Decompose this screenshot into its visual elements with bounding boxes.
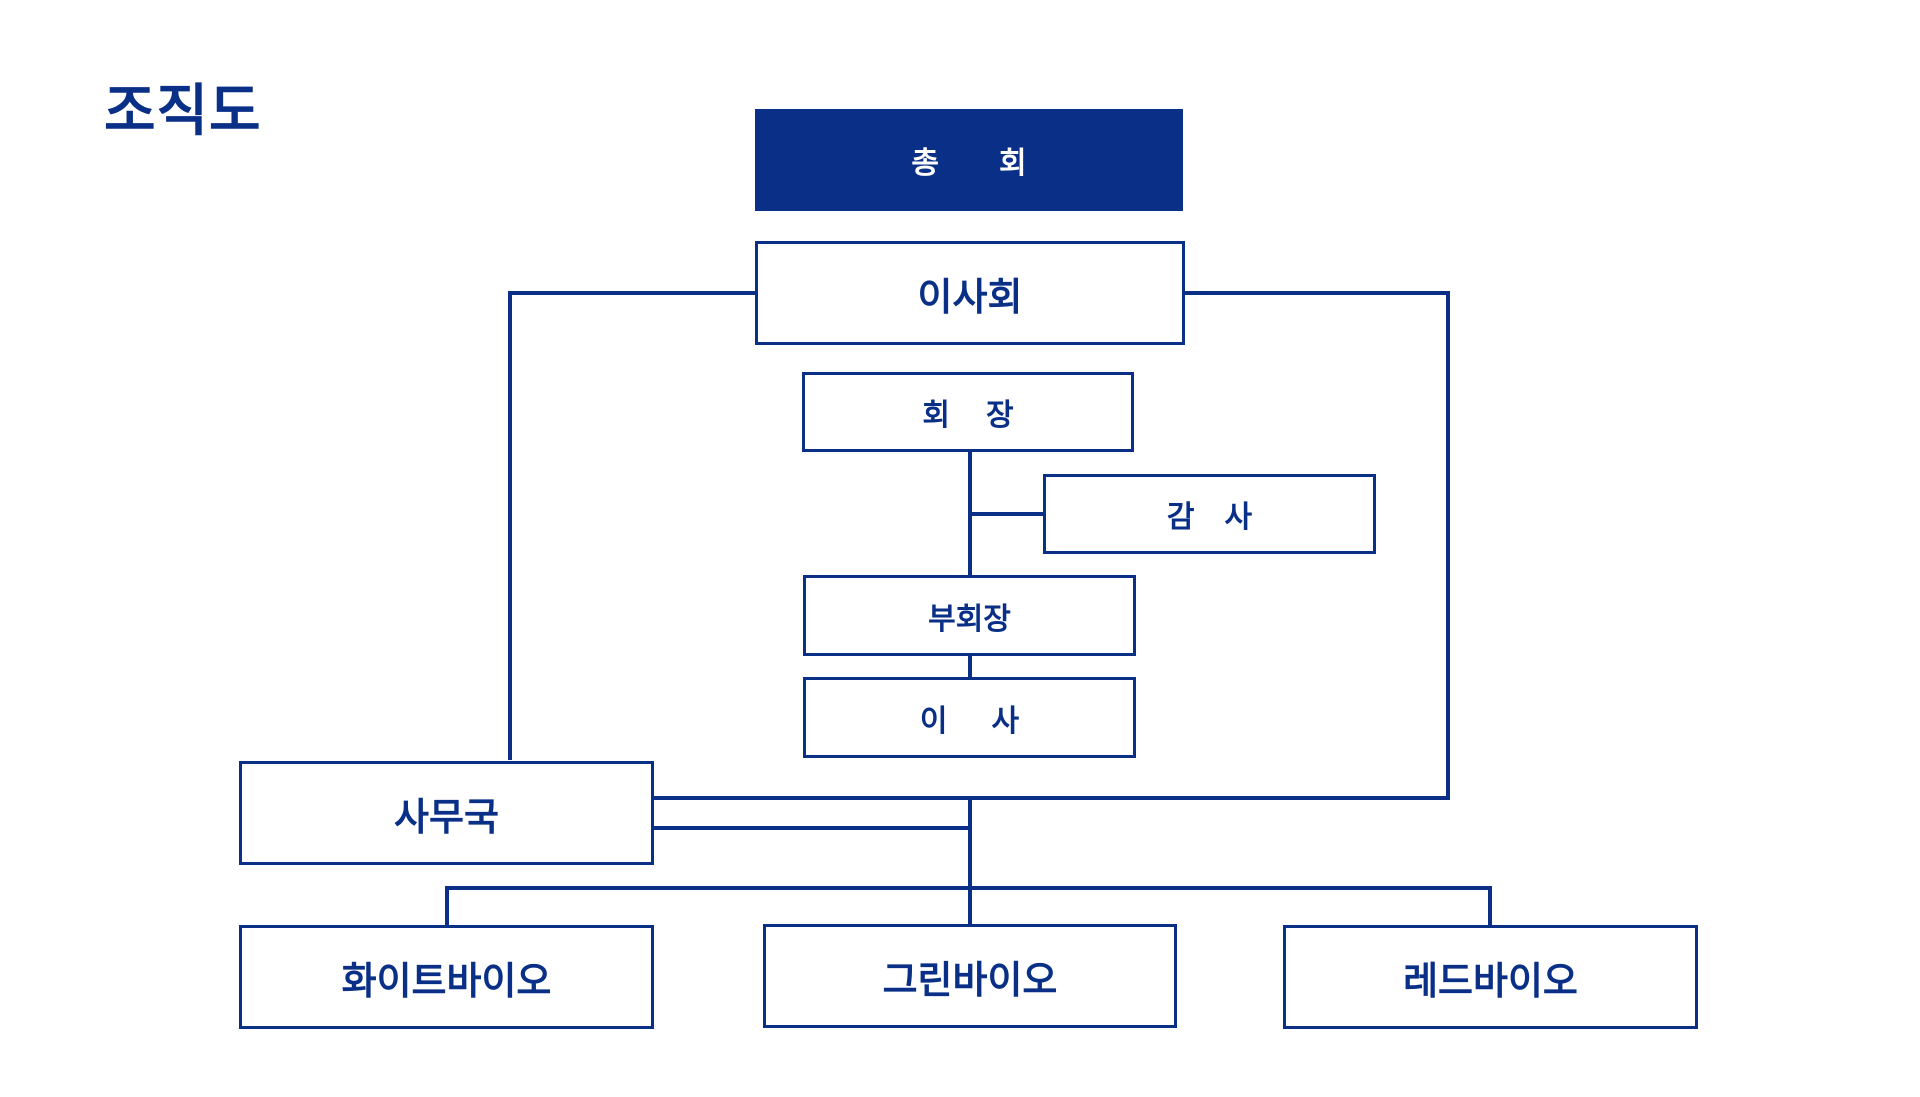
general-assembly-box: 총 회 bbox=[755, 109, 1183, 211]
vice-chairman-box: 부회장 bbox=[803, 575, 1136, 656]
chairman-box: 회 장 bbox=[802, 372, 1134, 452]
general-assembly-char2: 회 bbox=[999, 146, 1027, 181]
auditor-char1: 감 bbox=[1166, 500, 1195, 535]
red-bio-box: 레드바이오 bbox=[1283, 925, 1698, 1029]
chairman-char1: 회 bbox=[922, 398, 950, 433]
connector-division-bar bbox=[445, 886, 1492, 926]
white-bio-box: 화이트바이오 bbox=[239, 925, 654, 1029]
chairman-char2: 장 bbox=[986, 398, 1014, 433]
green-bio-label: 그린바이오 bbox=[882, 957, 1058, 1002]
page-title: 조직도 bbox=[104, 79, 262, 144]
secretariat-box: 사무국 bbox=[239, 761, 654, 865]
green-bio-box: 그린바이오 bbox=[763, 924, 1177, 1028]
directors-box: 이 사 bbox=[803, 677, 1136, 758]
connector-board-left bbox=[508, 291, 755, 760]
directors-char2: 사 bbox=[991, 703, 1020, 739]
general-assembly-char1: 총 bbox=[911, 146, 939, 181]
connector-board-right bbox=[652, 291, 1450, 800]
auditor-box: 감 사 bbox=[1043, 474, 1376, 554]
directors-char1: 이 bbox=[919, 703, 948, 739]
vice-chairman-label: 부회장 bbox=[928, 601, 1011, 637]
board-label: 이사회 bbox=[917, 274, 1023, 319]
red-bio-label: 레드바이오 bbox=[1403, 958, 1578, 1003]
secretariat-label: 사무국 bbox=[394, 794, 499, 839]
auditor-char2: 사 bbox=[1224, 500, 1253, 535]
board-box: 이사회 bbox=[755, 241, 1185, 345]
white-bio-label: 화이트바이오 bbox=[341, 958, 552, 1003]
